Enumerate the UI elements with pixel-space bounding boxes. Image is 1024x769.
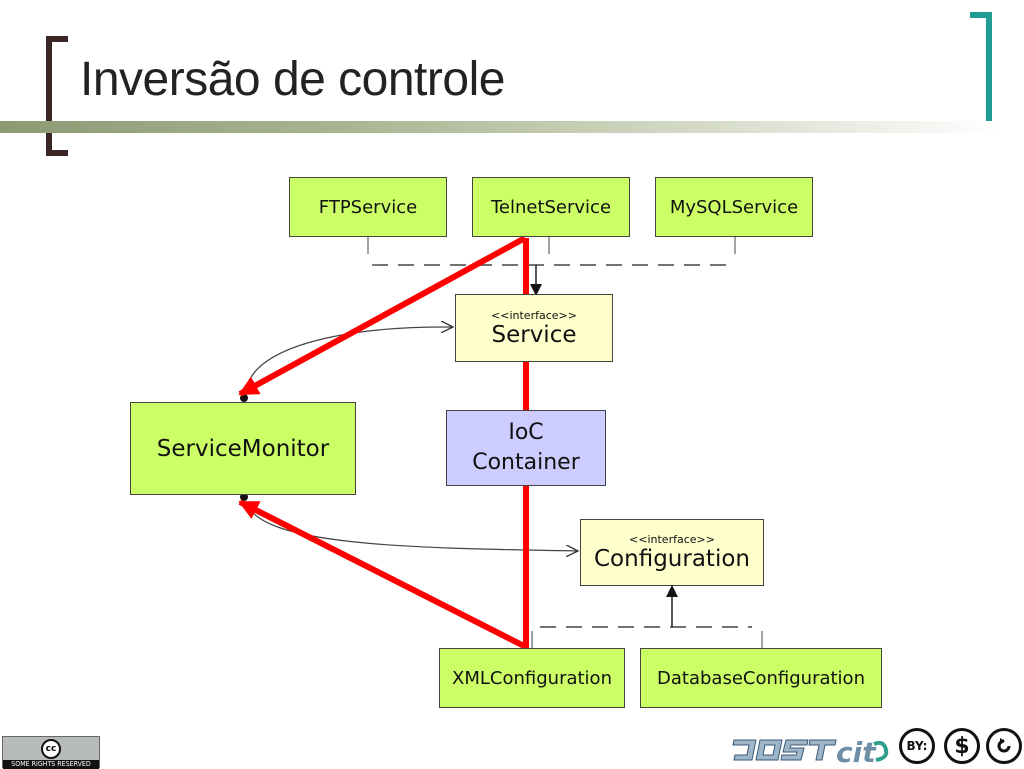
telnet-service-label: TelnetService: [490, 196, 612, 218]
title-underline: [0, 121, 1000, 133]
configuration-stereotype-label: <<interface>>: [629, 533, 715, 546]
configuration-interface: <<interface>> Configuration: [580, 519, 764, 586]
database-configuration-class: DatabaseConfiguration: [640, 648, 882, 708]
telnet-service-class: TelnetService: [472, 177, 630, 237]
jhost-cit-logo-icon: cit: [732, 736, 889, 768]
license-noncommercial-icon: $: [944, 728, 980, 764]
license-nc-text: $: [954, 733, 970, 759]
license-share-alike-icon: [986, 728, 1022, 764]
share-alike-icon: [997, 738, 1011, 753]
service-interface-label: Service: [491, 321, 577, 348]
monitor-to-service-dependency: [245, 327, 453, 393]
ftp-service-class: FTPService: [289, 177, 447, 237]
license-by-text: BY:: [906, 739, 928, 753]
ioc-container-line1: IoC: [508, 420, 544, 445]
ioc-container-box: IoC Container: [446, 410, 606, 486]
slide-title: Inversão de controle: [80, 53, 505, 106]
svg-text:cit: cit: [836, 736, 877, 768]
service-monitor-class: ServiceMonitor: [130, 402, 356, 495]
configuration-interface-label: Configuration: [594, 546, 750, 572]
left-bracket-decoration: [46, 36, 68, 156]
cc-badge: cc SOME RIGHTS RESERVED: [2, 736, 100, 769]
license-by-icon: BY:: [899, 728, 935, 764]
xml-configuration-label: XMLConfiguration: [452, 667, 612, 689]
service-interface: <<interface>> Service: [455, 294, 613, 362]
monitor-bottom-anchor: [240, 493, 248, 501]
cc-icon: cc: [41, 739, 61, 759]
service-monitor-label: ServiceMonitor: [156, 435, 330, 462]
xml-injection-arrow: [238, 499, 526, 649]
ftp-service-label: FTPService: [318, 196, 418, 218]
telnet-injection-arrow: [238, 235, 527, 397]
xml-configuration-class: XMLConfiguration: [439, 648, 625, 708]
mysql-service-label: MySQLService: [669, 196, 799, 218]
mysql-service-class: MySQLService: [655, 177, 813, 237]
ioc-container-line2: Container: [472, 450, 580, 475]
service-stereotype-label: <<interface>>: [491, 308, 577, 322]
cc-badge-text: SOME RIGHTS RESERVED: [3, 760, 99, 769]
database-configuration-label: DatabaseConfiguration: [657, 667, 865, 689]
